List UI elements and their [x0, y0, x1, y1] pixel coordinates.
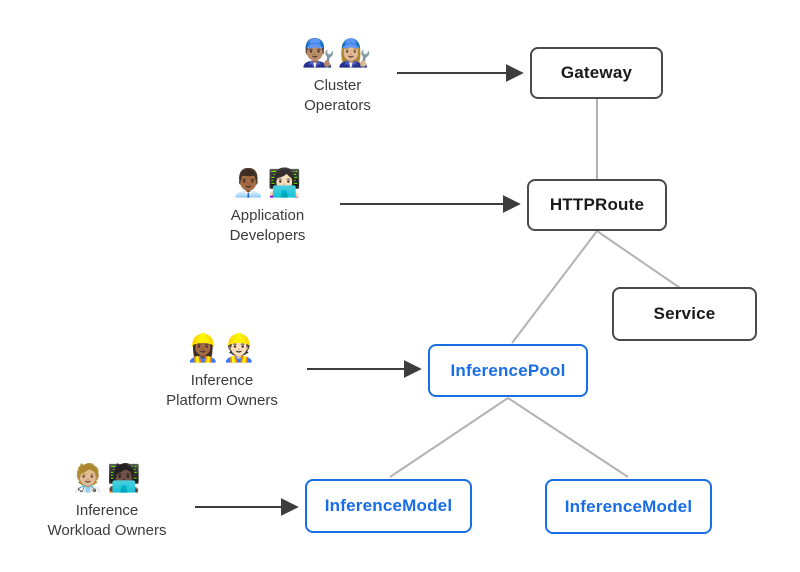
inference-platform-owners-label: Inference Platform Owners — [166, 372, 278, 409]
node-inferencemodel-right-label: InferenceModel — [564, 496, 693, 516]
edge-inferencepool-inferencemodel-right — [507, 397, 629, 478]
inference-workload-owners-emoji-icon: 🧑🏼‍⚕️🧑🏿‍💻 — [71, 463, 143, 493]
persona-cluster-operators: 👨🏽‍🔧👩🏼‍🔧 Cluster Operators — [260, 36, 415, 116]
node-httproute: HTTPRoute — [527, 179, 667, 231]
persona-inference-platform-owners: 👷🏾‍♀️👷🏻 Inference Platform Owners — [132, 331, 312, 411]
application-developers-emoji-icon: 👨🏾‍💼👩🏻‍💻 — [231, 168, 304, 198]
edge-httproute-service — [596, 230, 681, 289]
application-developers-label: Application Developers — [229, 207, 306, 244]
node-gateway: Gateway — [530, 47, 663, 99]
node-inferencemodel-left-label: InferenceModel — [324, 496, 453, 515]
node-inferencemodel-right: InferenceModel — [545, 479, 712, 534]
node-inferencepool-label: InferencePool — [450, 360, 566, 380]
node-gateway-label: Gateway — [560, 63, 633, 82]
node-inferencemodel-left: InferenceModel — [305, 479, 472, 533]
inference-workload-owners-label: Inference Workload Owners — [47, 502, 167, 539]
node-service: Service — [612, 287, 757, 341]
persona-application-developers: 👨🏾‍💼👩🏻‍💻 Application Developers — [190, 166, 345, 246]
cluster-operators-label: Cluster Operators — [304, 77, 371, 114]
node-inferencepool: InferencePool — [428, 344, 588, 397]
node-service-label: Service — [653, 304, 716, 323]
node-httproute-label: HTTPRoute — [549, 195, 645, 214]
inference-platform-owners-emoji-icon: 👷🏾‍♀️👷🏻 — [186, 333, 258, 363]
persona-inference-workload-owners: 🧑🏼‍⚕️🧑🏿‍💻 Inference Workload Owners — [17, 461, 197, 541]
edge-inferencepool-inferencemodel-left — [389, 397, 509, 478]
cluster-operators-emoji-icon: 👨🏽‍🔧👩🏼‍🔧 — [301, 38, 374, 68]
edge-httproute-inferencepool — [511, 230, 598, 344]
